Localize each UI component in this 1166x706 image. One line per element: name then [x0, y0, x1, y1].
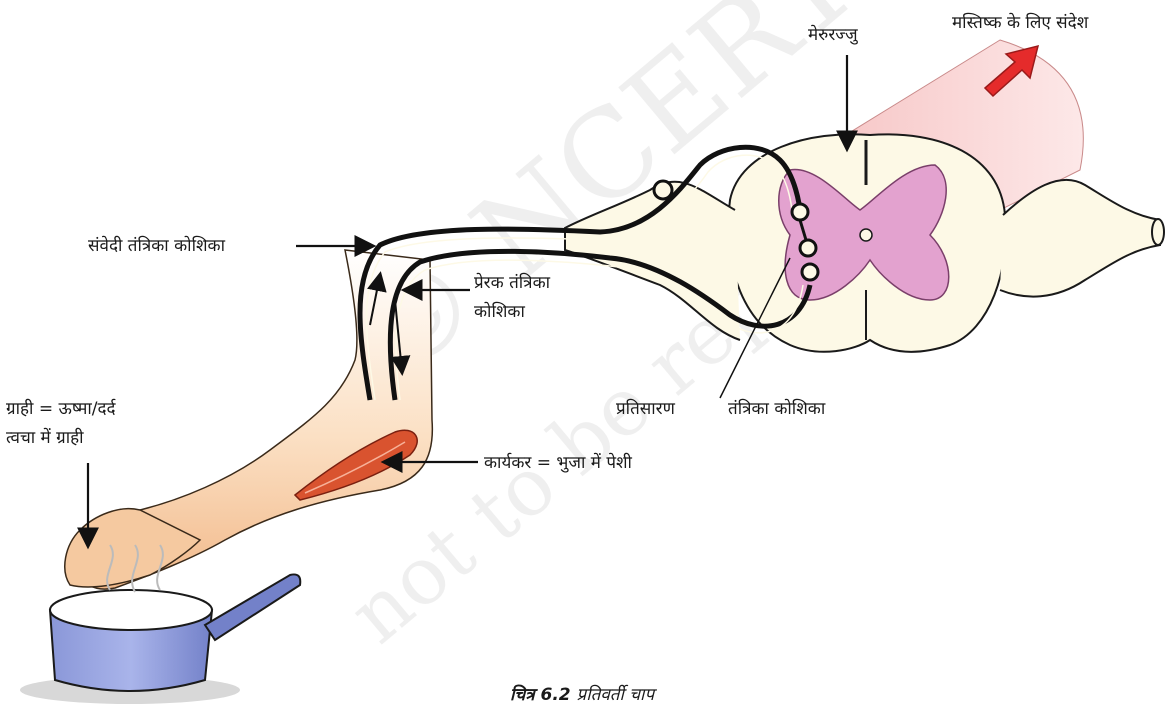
label-receptor-1: ग्राही = ऊष्मा/दर्द — [6, 398, 116, 420]
figure-caption: चित्र 6.2 प्रतिवर्ती चाप — [510, 682, 654, 705]
label-receptor-2: त्वचा में ग्राही — [6, 427, 84, 449]
figure-number: चित्र 6.2 — [510, 685, 571, 705]
dorsal-root-ganglion — [654, 181, 672, 199]
label-relay: प्रतिसारण — [616, 398, 675, 420]
label-brain-message: मस्तिष्क के लिए संदेश — [952, 12, 1088, 34]
relay-synapse-1 — [792, 204, 808, 220]
pan — [20, 545, 300, 704]
figure-title: प्रतिवर्ती चाप — [577, 685, 655, 705]
label-effector: कार्यकर = भुजा में पेशी — [484, 452, 632, 474]
label-spinal-cord: मेरुरज्जु — [808, 24, 858, 46]
label-sensory-neuron: संवेदी तंत्रिका कोशिका — [88, 235, 225, 257]
relay-synapse-2 — [800, 240, 816, 256]
relay-synapse-3 — [802, 264, 818, 280]
label-relay-neuron: तंत्रिका कोशिका — [728, 398, 825, 420]
label-motor-neuron-1: प्रेरक तंत्रिका — [474, 272, 550, 294]
label-motor-neuron-2: कोशिका — [474, 301, 525, 323]
